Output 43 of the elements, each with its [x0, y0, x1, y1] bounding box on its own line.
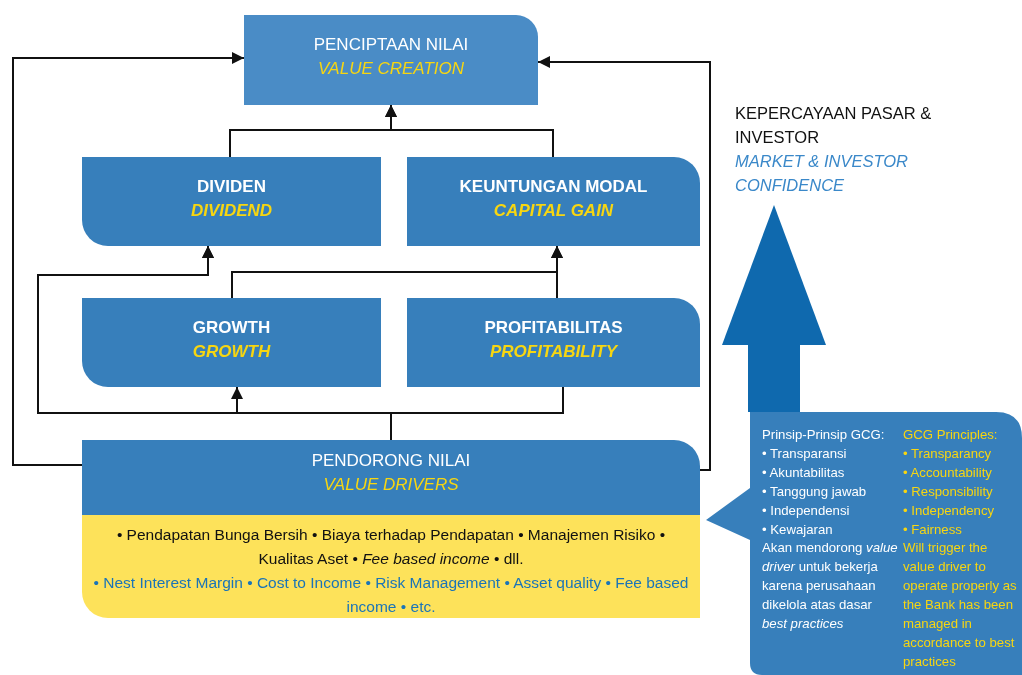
arrow [37, 245, 564, 414]
node-subtitle: DIVIDEND [189, 200, 274, 222]
heading: KEPERCAYAAN PASAR & INVESTOR [735, 103, 933, 148]
bullet-item: • Independency [903, 501, 996, 520]
bullet-item: • Transparansi [762, 444, 848, 463]
node-title: GROWTH [191, 317, 272, 339]
node-title: KEUNTUNGAN MODAL [458, 176, 649, 198]
bullet-item: • Transparancy [903, 444, 993, 463]
bullet-item: • Akuntabilitas [762, 463, 846, 482]
node-subtitle: PROFITABILITY [488, 341, 619, 363]
driver-list: • Nest Interest Margin • Cost to Income • Risk Management • Asset quality • Fee based income • etc. [92, 571, 690, 619]
node-title: PENCIPTAAN NILAI [312, 34, 470, 56]
arrow [12, 52, 245, 466]
subheading: MARKET & INVESTOR CONFIDENCE [735, 151, 909, 196]
node-title: PROFITABILITAS [483, 317, 624, 339]
process-box [407, 157, 700, 246]
node-title: PENDORONG NILAI [310, 450, 472, 472]
bullet-item: • Independensi [762, 501, 851, 520]
driver-list: • Pendapatan Bunga Bersih • Biaya terhadap Pendapatan • Manajemen Risiko • Kualitas Aset • Fee based income • dll. [92, 523, 690, 571]
bubble-heading: GCG Principles: [903, 426, 999, 444]
value-drivers-box [82, 440, 700, 618]
bubble-heading: Prinsip-Prinsip GCG: [762, 426, 886, 444]
speech-bubble [706, 412, 1022, 675]
node-subtitle: VALUE CREATION [316, 58, 466, 80]
process-box [244, 15, 538, 105]
arrow [385, 104, 554, 158]
process-box [82, 298, 381, 387]
bullet-item: • Fairness [903, 520, 963, 539]
node-subtitle: VALUE DRIVERS [322, 474, 460, 496]
process-box [407, 298, 700, 387]
arrow [537, 56, 711, 471]
bullet-item: • Accountability [903, 463, 993, 482]
node-title: DIVIDEN [196, 176, 267, 198]
process-box [82, 157, 381, 246]
block-arrow [722, 205, 826, 412]
description-text: Will trigger the value driver to operate properly as the Bank has been managed in accordance to best practices [903, 539, 1018, 671]
bullet-item: • Responsibility [903, 482, 994, 501]
bullet-item: • Kewajaran [762, 520, 834, 539]
node-subtitle: CAPITAL GAIN [492, 200, 615, 222]
bullet-item: • Tanggung jawab [762, 482, 868, 501]
node-subtitle: GROWTH [191, 341, 272, 363]
description-text: Akan mendorong value driver untuk bekerja karena perusahaan dikelola atas dasar best practices [762, 539, 899, 634]
arrow [551, 245, 563, 299]
